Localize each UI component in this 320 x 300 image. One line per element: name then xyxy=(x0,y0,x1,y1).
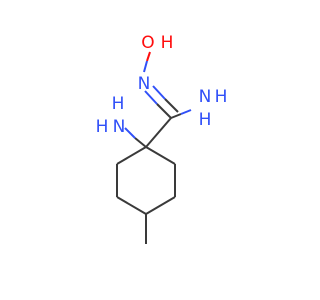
bond-ring-c-nh2-nitrogen xyxy=(124,127,136,139)
amine-hydrogen-right-label: H xyxy=(215,87,228,107)
bond-c-nh2-right-nitrogen xyxy=(180,109,192,115)
bonds xyxy=(116,51,192,244)
bond-n-c-double-a xyxy=(144,90,158,105)
amine-nitrogen-right-label: N xyxy=(199,87,212,107)
bond-o-n-nitrogen-part xyxy=(143,60,148,73)
amine-hydrogen-left-label: H xyxy=(96,117,109,137)
ring-bond-6 xyxy=(145,146,176,165)
ring-bond-3 xyxy=(116,196,147,215)
bond-n-c-double-b xyxy=(156,103,172,119)
bond-c-c-ring xyxy=(145,117,172,148)
bond-o-n-oxygen-part xyxy=(146,51,151,62)
oxygen-label: O xyxy=(141,33,154,53)
bond-c-nh2-right-carbon xyxy=(170,113,182,119)
amine-hydrogen-right-bottom-label: H xyxy=(199,110,212,130)
bond-n-c-double-d xyxy=(164,98,179,113)
ring-bond-4 xyxy=(145,196,176,215)
imine-nitrogen-label: N xyxy=(138,74,151,94)
hydroxyl-hydrogen-label: H xyxy=(161,33,174,53)
amine-nitrogen-left-label: N xyxy=(113,117,126,137)
bond-n-c-double-c xyxy=(152,85,166,100)
molecule-structure: O H N N H H N H H xyxy=(96,33,228,244)
ring-bond-1 xyxy=(116,146,147,165)
atom-labels: O H N N H H N H H xyxy=(96,33,228,137)
amine-hydrogen-left-top-label: H xyxy=(112,94,125,114)
bond-ring-c-nh2-carbon xyxy=(134,137,147,148)
